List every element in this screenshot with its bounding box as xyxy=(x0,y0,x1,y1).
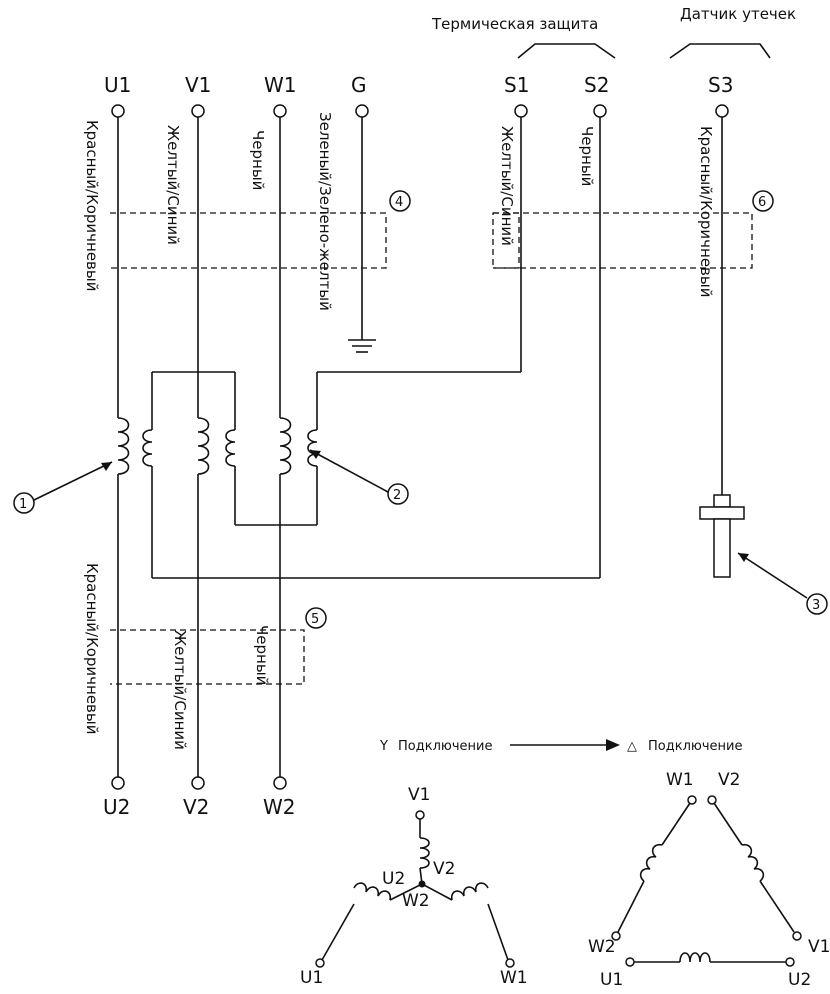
terminal-u1-label: U1 xyxy=(104,73,131,97)
windings xyxy=(117,417,318,475)
star-v1-label: V1 xyxy=(408,785,430,805)
terminal-g xyxy=(355,104,369,118)
terminal-u2-label: U2 xyxy=(103,795,130,819)
wire-label-v2: Желтый/Синий xyxy=(171,630,189,750)
wire-label-s1: Желтый/Синий xyxy=(498,126,516,246)
bottom-wires xyxy=(117,474,281,777)
terminal-s1-label: S1 xyxy=(504,73,529,97)
delta-w2-label: W2 xyxy=(588,937,616,957)
arrow-right-icon xyxy=(606,739,620,751)
star-w2-label: W2 xyxy=(402,891,430,911)
wire-label-u2: Красный/Коричневый xyxy=(83,563,101,735)
star-v2-label: V2 xyxy=(433,859,455,879)
callout-1: 1 xyxy=(19,497,27,512)
wire-label-w2: Черный xyxy=(253,625,271,685)
cable-group-6 xyxy=(492,212,753,269)
delta-symbol: △ xyxy=(627,739,637,754)
terminal-s2 xyxy=(593,104,607,118)
terminal-v1 xyxy=(191,104,205,118)
thermal-circuit xyxy=(151,117,601,579)
wire-label-v1: Желтый/Синий xyxy=(164,125,182,245)
wire-label-s2: Черный xyxy=(578,126,596,186)
terminal-s1 xyxy=(514,104,528,118)
delta-connection: W1 V2 W2 V1 U1 U2 xyxy=(588,770,830,990)
cable-group-5 xyxy=(110,629,305,685)
callout-3: 3 xyxy=(812,598,820,613)
cable-group-4 xyxy=(110,212,387,269)
terminal-w1-label: W1 xyxy=(264,73,297,97)
terminal-w1 xyxy=(273,104,287,118)
terminal-u1 xyxy=(111,104,125,118)
delta-u1-label: U1 xyxy=(600,970,623,989)
callouts: 1 2 3 4 5 6 xyxy=(13,190,828,629)
thermal-protection-bracket xyxy=(517,43,616,59)
y-connection-label: Подключение xyxy=(398,739,492,754)
wire-label-u1: Красный/Коричневый xyxy=(83,120,101,292)
connection-legend: Y Подключение △ Подключение xyxy=(379,739,742,754)
wire-label-s3: Красный/Коричневый xyxy=(697,126,715,298)
delta-v1-label: V1 xyxy=(808,937,830,957)
terminal-s3 xyxy=(715,104,729,118)
wire-label-w1: Черный xyxy=(249,130,267,190)
callout-2: 2 xyxy=(393,488,401,503)
terminal-v1-label: V1 xyxy=(185,73,211,97)
top-terminals: U1 V1 W1 G S1 S2 S3 xyxy=(104,73,733,118)
delta-u2-label: U2 xyxy=(788,970,811,989)
star-w1-label: W1 xyxy=(500,968,528,988)
y-symbol: Y xyxy=(379,739,388,754)
callout-5: 5 xyxy=(311,612,319,627)
phase-wires xyxy=(117,117,723,495)
leak-sensor-label: Датчик утечек xyxy=(680,5,796,23)
terminal-g-label: G xyxy=(351,73,367,97)
star-u1-label: U1 xyxy=(300,968,323,988)
leak-sensor-bracket xyxy=(669,43,771,59)
callout-4: 4 xyxy=(395,195,403,210)
delta-v2-label: V2 xyxy=(718,770,740,790)
delta-connection-label: Подключение xyxy=(648,739,742,754)
terminal-v2 xyxy=(191,776,205,790)
star-connection: V1 U2 V2 W2 U1 W1 xyxy=(300,785,528,988)
star-u2-label: U2 xyxy=(382,869,405,889)
terminal-s2-label: S2 xyxy=(584,73,609,97)
terminal-v2-label: V2 xyxy=(183,795,209,819)
terminal-w2-label: W2 xyxy=(263,795,296,819)
terminal-s3-label: S3 xyxy=(708,73,733,97)
bottom-terminals: U2 V2 W2 xyxy=(103,776,296,819)
wire-labels: Красный/Коричневый Желтый/Синий Черный З… xyxy=(83,112,715,750)
callout-6: 6 xyxy=(758,195,766,210)
thermal-protection-label: Термическая защита xyxy=(431,15,598,33)
terminal-w2 xyxy=(273,776,287,790)
wire-label-g: Зеленый/Зелено-желтый xyxy=(316,112,334,311)
terminal-u2 xyxy=(111,776,125,790)
leak-sensor-probe xyxy=(699,494,745,578)
delta-w1-label: W1 xyxy=(666,770,694,790)
